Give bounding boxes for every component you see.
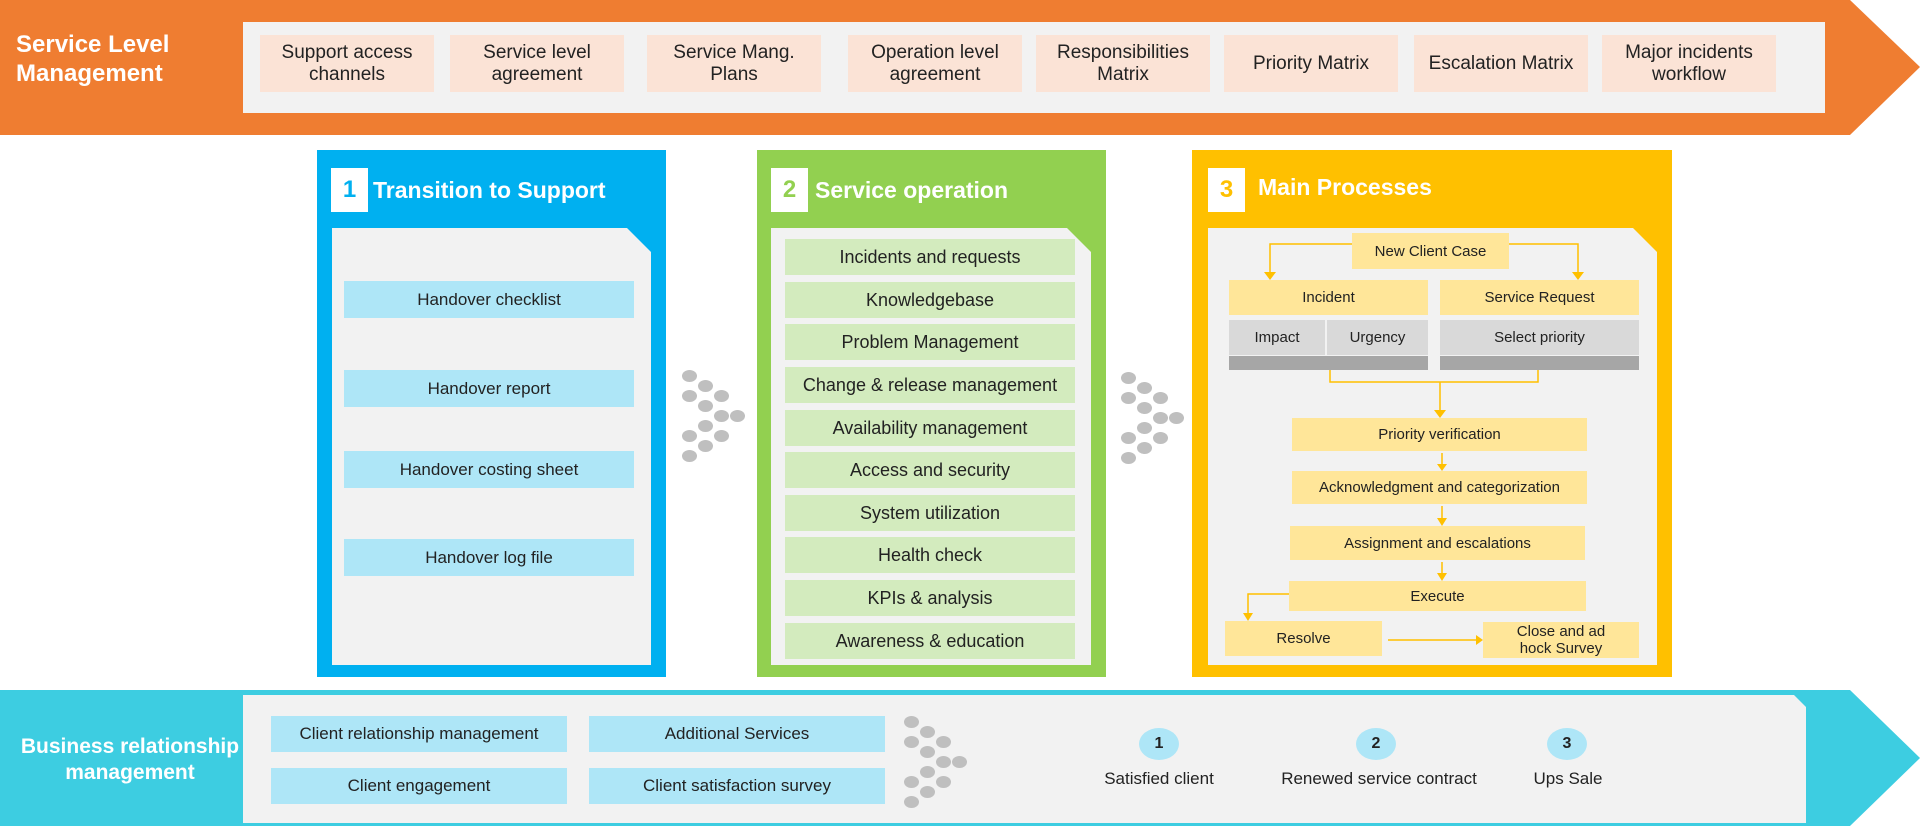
sl-item-responsibilities-matrix: Responsibilities Matrix [1036,35,1210,92]
urgency-box: Urgency [1327,320,1428,355]
close-survey-box: Close and ad hock Survey [1483,622,1639,658]
op-knowledgebase: Knowledgebase [785,282,1075,318]
select-priority-box: Select priority [1440,320,1639,355]
br-client-relationship-management: Client relationship management [271,716,567,752]
op-change-release-management: Change & release management [785,367,1075,403]
dots-connector-2 [1115,372,1185,464]
br-client-engagement: Client engagement [271,768,567,804]
handover-log-file: Handover log file [344,539,634,576]
op-incidents-and-requests: Incidents and requests [785,239,1075,275]
impact-box: Impact [1229,320,1325,355]
op-access-and-security: Access and security [785,452,1075,488]
dots-connector-3 [898,716,968,808]
handover-report: Handover report [344,370,634,407]
handover-checklist: Handover checklist [344,281,634,318]
assignment-escalations: Assignment and escalations [1290,526,1585,560]
main-processes-number: 3 [1208,168,1245,212]
priority-verification: Priority verification [1292,418,1587,451]
br-client-satisfaction-survey: Client satisfaction survey [589,768,885,804]
sl-item-escalation-matrix: Escalation Matrix [1414,35,1588,92]
resolve-box: Resolve [1225,621,1382,656]
sl-item-priority-matrix: Priority Matrix [1224,35,1398,92]
outcome-2-label: Renewed service contract [1281,769,1477,788]
new-client-case: New Client Case [1352,233,1509,269]
operation-title: Service operation [815,176,1009,203]
op-system-utilization: System utilization [785,495,1075,531]
acknowledgment-categorization: Acknowledgment and categorization [1292,471,1587,504]
main-processes-title: Main Processes [1258,173,1432,200]
op-availability-management: Availability management [785,410,1075,446]
op-awareness-education: Awareness & education [785,623,1075,659]
transition-number: 1 [331,168,368,212]
br-additional-services: Additional Services [589,716,885,752]
op-health-check: Health check [785,537,1075,573]
service-request-box: Service Request [1440,280,1639,315]
business-relationship-title: Business relationship management [20,735,240,784]
dots-connector-1 [676,370,746,462]
sl-item-service-level-agreement: Service level agreement [450,35,624,92]
incident-box: Incident [1229,280,1428,315]
op-kpis-analysis: KPIs & analysis [785,580,1075,616]
transition-title: Transition to Support [373,176,606,203]
service-level-title: Service Level Management [16,31,170,87]
sl-item-operation-level-agreement: Operation level agreement [848,35,1022,92]
incident-gray-bar [1229,356,1428,370]
sl-item-support-access-channels: Support access channels [260,35,434,92]
outcome-1-number: 1 [1139,728,1179,760]
op-problem-management: Problem Management [785,324,1075,360]
service-request-gray-bar [1440,356,1639,370]
outcome-3-number: 3 [1547,728,1587,760]
sl-item-major-incidents-workflow: Major incidents workflow [1602,35,1776,92]
sl-item-service-mang-plans: Service Mang. Plans [647,35,821,92]
outcome-1-label: Satisfied client [1104,769,1214,788]
outcome-3-label: Ups Sale [1533,769,1603,788]
outcome-2-number: 2 [1356,728,1396,760]
handover-costing-sheet: Handover costing sheet [344,451,634,488]
execute-box: Execute [1289,581,1586,611]
operation-number: 2 [771,168,808,212]
